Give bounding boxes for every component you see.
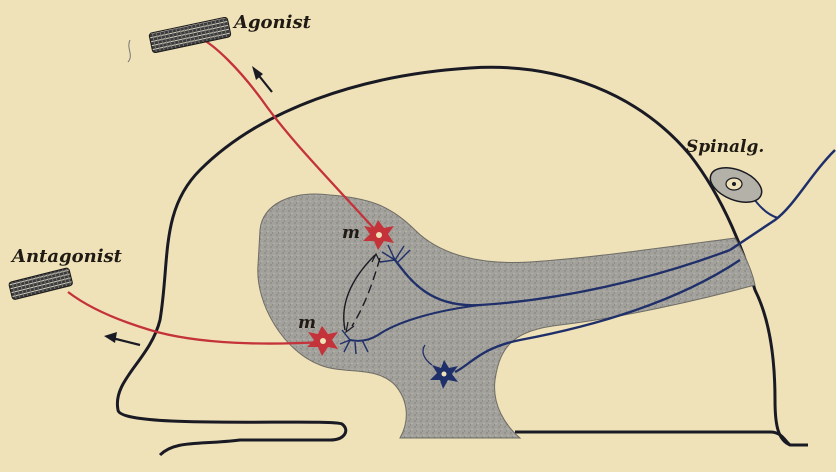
antagonist-label: Antagonist xyxy=(10,246,123,267)
upper-neuron-label: m xyxy=(342,223,360,243)
antagonist-muscle-icon xyxy=(8,268,73,300)
spinal-cord-base-line xyxy=(515,432,790,445)
arrow-up-left-icon xyxy=(252,66,272,92)
arrow-left-icon xyxy=(104,332,140,345)
lower-neuron-label: m xyxy=(298,313,316,333)
agonist-label: Agonist xyxy=(232,12,312,33)
spinal-ganglion-label: Spinalg. xyxy=(686,137,764,157)
agonist-muscle-icon xyxy=(149,17,231,53)
grey-matter xyxy=(258,194,755,438)
